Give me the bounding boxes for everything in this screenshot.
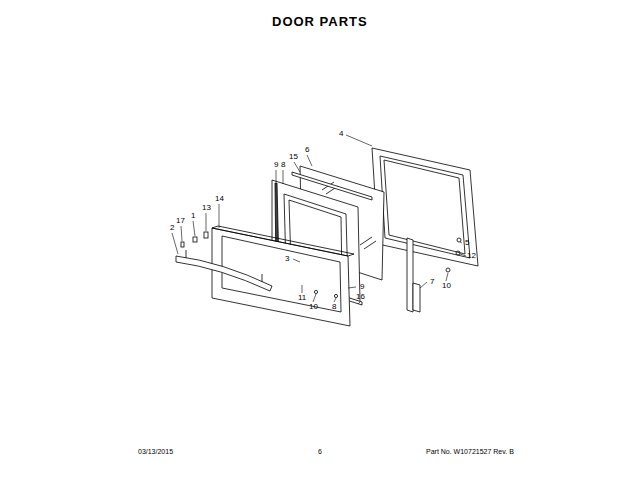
callout-number: 13 <box>202 204 211 212</box>
callout-number: 9 <box>274 161 278 169</box>
callout-number: 1 <box>191 212 195 220</box>
page-title: DOOR PARTS <box>272 15 368 28</box>
callout-number: 9 <box>360 283 364 291</box>
callout-number: 17 <box>176 217 185 225</box>
callout-number: 16 <box>356 293 365 301</box>
callout-number: 4 <box>339 130 343 138</box>
callout-number: 5 <box>465 239 469 247</box>
footer-text: Part No. W10721527 Rev. B <box>426 448 514 455</box>
callout-number: 2 <box>170 224 174 232</box>
footer-text: 6 <box>318 448 322 455</box>
callout-number: 11 <box>298 294 306 302</box>
callout-number: 15 <box>289 153 298 161</box>
callout-number: 6 <box>305 146 309 154</box>
callout-number: 10 <box>442 282 451 290</box>
callout-number: 8 <box>332 303 336 311</box>
callout-number: 10 <box>309 303 318 311</box>
callout-number: 14 <box>215 195 224 203</box>
callout-number: 8 <box>281 161 285 169</box>
callout-number: 7 <box>430 278 434 286</box>
callout-number: 12 <box>467 252 476 260</box>
callout-number: 3 <box>285 255 289 263</box>
footer-text: 03/13/2015 <box>138 448 173 455</box>
